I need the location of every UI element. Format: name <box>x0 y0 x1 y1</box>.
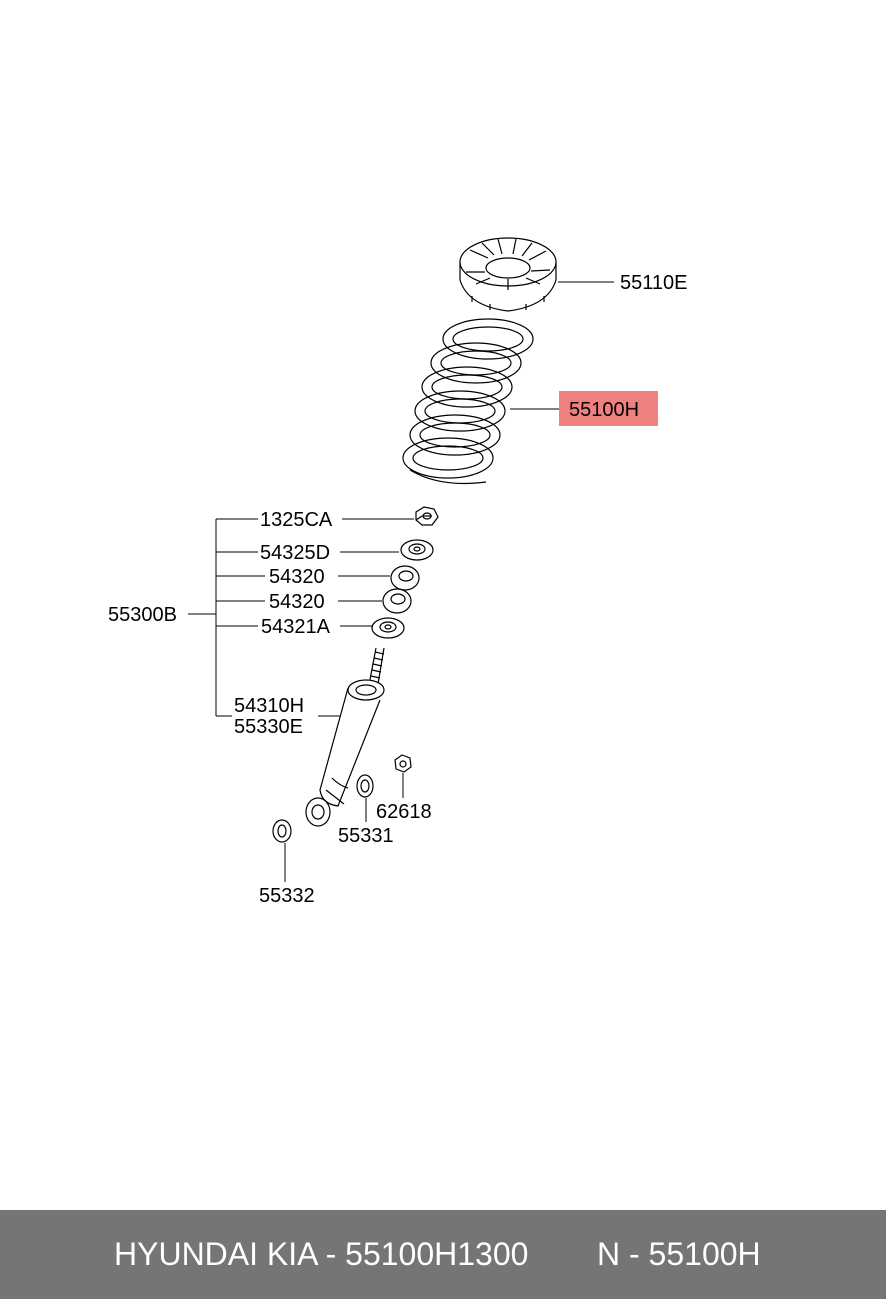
label-top-nut[interactable]: 1325CA <box>260 509 333 531</box>
side-washer-part <box>356 774 374 798</box>
exploded-parts-diagram: 55110E 55100H 55300B 1325CA 54325D 54320… <box>108 237 687 907</box>
diagram-canvas: 55110E 55100H 55300B 1325CA 54325D 54320… <box>108 237 687 907</box>
label-coil-spring[interactable]: 55100H <box>569 399 639 421</box>
label-bottom-washer[interactable]: 55332 <box>259 885 315 907</box>
label-spring-seat[interactable]: 55110E <box>620 272 687 294</box>
lower-bushing-part <box>382 588 412 614</box>
part-number-footer: HYUNDAI KIA - 55100H1300 N - 55100H <box>0 1210 886 1299</box>
label-side-washer[interactable]: 55331 <box>338 825 394 847</box>
lower-washer-part <box>371 617 405 639</box>
spring-seat-part <box>459 237 557 312</box>
footer-brand-part-number: HYUNDAI KIA - 55100H1300 <box>114 1236 529 1272</box>
upper-bushing-part <box>390 565 420 591</box>
label-shock-absorber[interactable]: 54310H <box>234 695 304 717</box>
label-shock-kit[interactable]: 55300B <box>108 604 177 626</box>
top-nut-part <box>415 506 439 526</box>
label-lower-bushing[interactable]: 54320 <box>269 591 325 613</box>
leader-lines <box>188 281 614 882</box>
label-shock-absorber-alt[interactable]: 55330E <box>234 716 303 738</box>
footer-alt-part-number: N - 55100H <box>597 1236 761 1272</box>
highlighted-part-box <box>559 391 658 426</box>
top-washer-part <box>400 539 434 561</box>
label-upper-bushing[interactable]: 54320 <box>269 566 325 588</box>
shock-absorber-part <box>305 647 385 827</box>
side-nut-part <box>394 754 412 773</box>
label-lower-washer[interactable]: 54321A <box>261 616 331 638</box>
label-side-nut[interactable]: 62618 <box>376 801 432 823</box>
bottom-washer-part <box>272 819 292 843</box>
coil-spring-part <box>402 318 534 485</box>
label-top-washer[interactable]: 54325D <box>260 542 330 564</box>
